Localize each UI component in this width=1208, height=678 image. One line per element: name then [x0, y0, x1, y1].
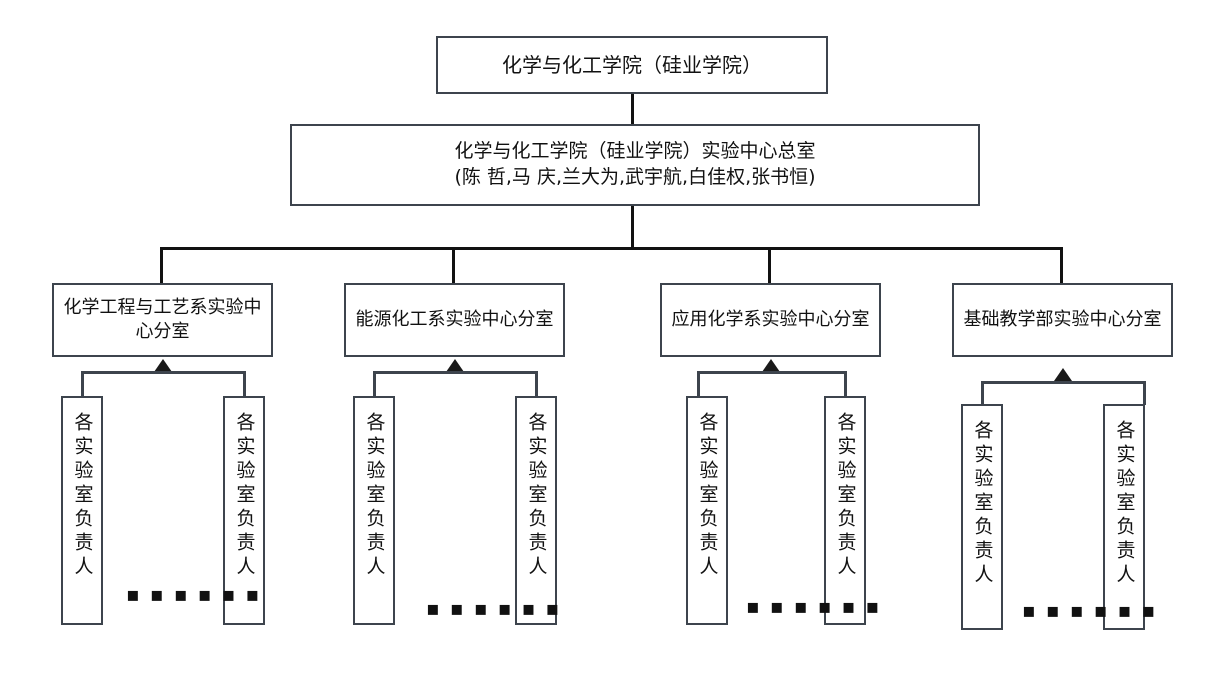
- ellipsis-group-2: ▪ ▪ ▪ ▪ ▪ ▪: [426, 596, 562, 620]
- connector-drop-dept-1: [160, 247, 163, 283]
- ellipsis-group-1: ▪ ▪ ▪ ▪ ▪ ▪: [126, 582, 262, 606]
- ellipsis-group-4: ▪ ▪ ▪ ▪ ▪ ▪: [1022, 598, 1158, 622]
- department-2-label: 能源化工系实验中心分室: [355, 308, 554, 330]
- node-department-4: 基础教学部实验中心分室: [952, 283, 1173, 357]
- leaf-1b-label: 各实验室负责人: [233, 412, 256, 580]
- connector-drop-dept-3: [768, 247, 771, 283]
- connector-drop-dept-2: [452, 247, 455, 283]
- node-leaf-3a: 各实验室负责人: [686, 396, 728, 625]
- connector-leaf-drop-3b: [844, 371, 847, 397]
- node-leaf-4b: 各实验室负责人: [1103, 404, 1145, 630]
- leaf-2b-label: 各实验室负责人: [525, 412, 548, 580]
- leaf-1a-label: 各实验室负责人: [71, 412, 94, 580]
- connector-center-trunk: [631, 206, 634, 249]
- connector-leaf-drop-4b: [1143, 381, 1146, 405]
- node-center-lab: 化学与化工学院（硅业学院）实验中心总室 (陈 哲,马 庆,兰大为,武宇航,白佳权…: [290, 124, 980, 206]
- center-label-line2: (陈 哲,马 庆,兰大为,武宇航,白佳权,张书恒): [454, 166, 816, 188]
- connector-leaf-drop-1a: [81, 371, 84, 397]
- node-leaf-2a: 各实验室负责人: [353, 396, 395, 625]
- connector-drop-dept-4: [1060, 247, 1063, 283]
- node-leaf-4a: 各实验室负责人: [961, 404, 1003, 630]
- connector-department-bus: [160, 247, 1062, 250]
- connector-leaf-drop-1b: [243, 371, 246, 397]
- arrow-up-icon-dept-1: [154, 359, 172, 372]
- node-leaf-2b: 各实验室负责人: [515, 396, 557, 625]
- connector-leaf-drop-2b: [535, 371, 538, 397]
- center-label-line1: 化学与化工学院（硅业学院）实验中心总室: [454, 140, 816, 163]
- node-department-1: 化学工程与工艺系实验中心分室: [52, 283, 273, 357]
- root-label: 化学与化工学院（硅业学院）: [502, 52, 762, 77]
- connector-leaf-bus-4: [981, 381, 1146, 384]
- node-leaf-1a: 各实验室负责人: [61, 396, 103, 625]
- leaf-2a-label: 各实验室负责人: [363, 412, 386, 580]
- arrow-up-icon-dept-3: [762, 359, 780, 372]
- arrow-up-icon-dept-4: [1054, 368, 1072, 381]
- leaf-3a-label: 各实验室负责人: [696, 412, 719, 580]
- connector-leaf-bus-2: [373, 371, 538, 374]
- department-4-label: 基础教学部实验中心分室: [963, 308, 1162, 330]
- connector-leaf-drop-4a: [981, 381, 984, 405]
- department-1-label: 化学工程与工艺系实验中心分室: [63, 296, 262, 342]
- node-root-college: 化学与化工学院（硅业学院）: [436, 36, 828, 94]
- connector-leaf-drop-2a: [373, 371, 376, 397]
- node-leaf-1b: 各实验室负责人: [223, 396, 265, 625]
- department-3-label: 应用化学系实验中心分室: [671, 308, 870, 330]
- leaf-4b-label: 各实验室负责人: [1113, 420, 1136, 588]
- node-department-2: 能源化工系实验中心分室: [344, 283, 565, 357]
- connector-leaf-drop-3a: [697, 371, 700, 397]
- arrow-up-icon-dept-2: [446, 359, 464, 372]
- connector-root-to-center: [631, 94, 634, 124]
- connector-leaf-bus-1: [81, 371, 246, 374]
- leaf-4a-label: 各实验室负责人: [971, 420, 994, 588]
- leaf-3b-label: 各实验室负责人: [834, 412, 857, 580]
- node-leaf-3b: 各实验室负责人: [824, 396, 866, 625]
- connector-leaf-bus-3: [697, 371, 847, 374]
- node-department-3: 应用化学系实验中心分室: [660, 283, 881, 357]
- ellipsis-group-3: ▪ ▪ ▪ ▪ ▪ ▪: [746, 594, 882, 618]
